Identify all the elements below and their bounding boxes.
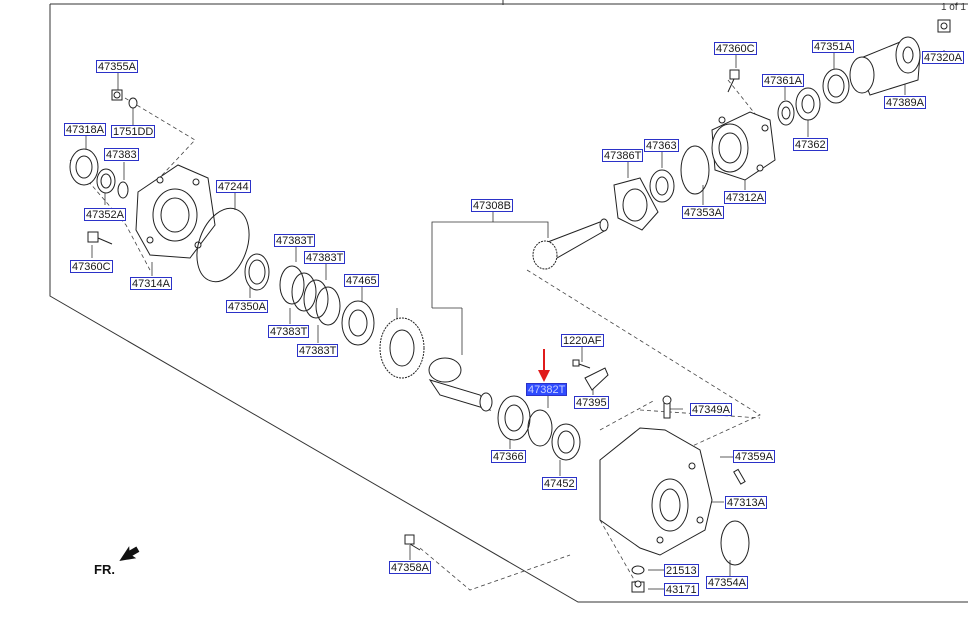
bolt-1220af-icon	[572, 359, 591, 369]
gasket-47386t-icon	[613, 177, 659, 231]
part-label-1220af[interactable]: 1220AF	[561, 334, 604, 347]
front-direction-arrow-icon	[119, 546, 140, 561]
part-label-47360c-left[interactable]: 47360C	[70, 260, 113, 273]
part-label-47351a[interactable]: 47351A	[812, 40, 854, 53]
shim-47383t-a-icon	[279, 265, 305, 305]
part-label-47382t[interactable]: 47382T	[526, 383, 568, 396]
seal-47351a-icon	[822, 68, 850, 104]
part-label-47349a[interactable]: 47349A	[690, 403, 732, 416]
bracket-47395-icon	[584, 367, 609, 391]
part-label-21513[interactable]: 21513	[664, 564, 699, 577]
oring-47244-icon	[196, 207, 250, 283]
part-label-47358a[interactable]: 47358A	[389, 561, 431, 574]
bearing-47352a-icon	[96, 168, 116, 194]
part-label-47383t-b[interactable]: 47383T	[304, 251, 346, 264]
shim-47383t-b-icon	[291, 272, 317, 312]
front-direction-label: FR.	[94, 562, 115, 577]
part-label-47312a[interactable]: 47312A	[724, 191, 766, 204]
seal-47452-icon	[551, 423, 581, 461]
part-label-47352a[interactable]: 47352A	[84, 208, 126, 221]
case-47313a-icon	[599, 427, 713, 556]
part-label-47383t-d[interactable]: 47383T	[297, 344, 339, 357]
washer-47361a-icon	[777, 100, 795, 126]
part-label-47353a[interactable]: 47353A	[682, 206, 724, 219]
shim-47383t-d-icon	[315, 286, 341, 326]
snap-ring-47382t-icon	[527, 409, 553, 447]
part-label-47366[interactable]: 47366	[491, 450, 526, 463]
part-label-43171[interactable]: 43171	[664, 583, 699, 596]
part-label-47362[interactable]: 47362	[793, 138, 828, 151]
output-shaft-icon	[428, 357, 493, 412]
part-label-47354a[interactable]: 47354A	[706, 576, 748, 589]
page-number: 1 of 1	[940, 2, 966, 13]
part-label-47363[interactable]: 47363	[644, 139, 679, 152]
ring-gear-icon	[379, 317, 425, 379]
part-label-47360c-right[interactable]: 47360C	[714, 42, 757, 55]
part-label-47359a[interactable]: 47359A	[733, 450, 775, 463]
bolt-47360c-left-icon	[87, 231, 113, 245]
part-label-47383[interactable]: 47383	[104, 148, 139, 161]
bolt-47355a-icon	[111, 89, 123, 101]
part-label-47350a[interactable]: 47350A	[226, 300, 268, 313]
red-pointer-arrow-icon	[538, 349, 550, 382]
part-label-47361a[interactable]: 47361A	[762, 74, 804, 87]
part-label-1751dd[interactable]: 1751DD	[111, 125, 156, 138]
part-label-47465[interactable]: 47465	[344, 274, 379, 287]
part-label-47383t-a[interactable]: 47383T	[274, 234, 316, 247]
oring-1751dd-icon	[128, 97, 138, 109]
part-label-47452[interactable]: 47452	[542, 477, 577, 490]
pinion-gear-icon	[532, 218, 609, 270]
oring-47353a-icon	[680, 145, 710, 195]
housing-47312a-icon	[711, 111, 776, 181]
nut-47320a-icon	[937, 19, 951, 33]
part-label-47320a[interactable]: 47320A	[922, 51, 964, 64]
part-label-47244[interactable]: 47244	[216, 180, 251, 193]
part-label-47355a[interactable]: 47355A	[96, 60, 138, 73]
part-label-47308b[interactable]: 47308B	[471, 199, 513, 212]
washer-21513-icon	[631, 565, 645, 575]
bolt-47358a-icon	[404, 534, 421, 551]
bolt-47360c-right-icon	[727, 69, 740, 93]
oring-47354a-icon	[720, 520, 750, 566]
part-label-47383t-c[interactable]: 47383T	[268, 325, 310, 338]
part-drawings	[69, 19, 951, 593]
part-label-47395[interactable]: 47395	[574, 396, 609, 409]
bearing-47363-icon	[649, 169, 675, 203]
bearing-47465-icon	[341, 300, 375, 346]
breather-47349a-icon	[662, 395, 672, 419]
cover-47314a-icon	[135, 164, 216, 259]
ring-47383-icon	[117, 181, 129, 199]
flange-47389a-icon	[849, 36, 921, 96]
bearing-47362-icon	[795, 87, 821, 121]
part-label-47318a[interactable]: 47318A	[64, 123, 106, 136]
seal-47350a-icon	[244, 253, 270, 291]
part-label-47313a[interactable]: 47313A	[725, 496, 767, 509]
pin-47359a-icon	[733, 468, 746, 485]
part-label-47386t[interactable]: 47386T	[602, 149, 644, 162]
plug-43171-icon	[631, 580, 645, 593]
bearing-47366-icon	[497, 395, 531, 441]
leader-lines	[85, 50, 945, 590]
shim-47383t-c-icon	[303, 279, 329, 319]
part-label-47314a[interactable]: 47314A	[130, 277, 172, 290]
diagram-frame	[49, 0, 968, 603]
seal-47318a-icon	[69, 148, 99, 186]
part-label-47389a[interactable]: 47389A	[884, 96, 926, 109]
